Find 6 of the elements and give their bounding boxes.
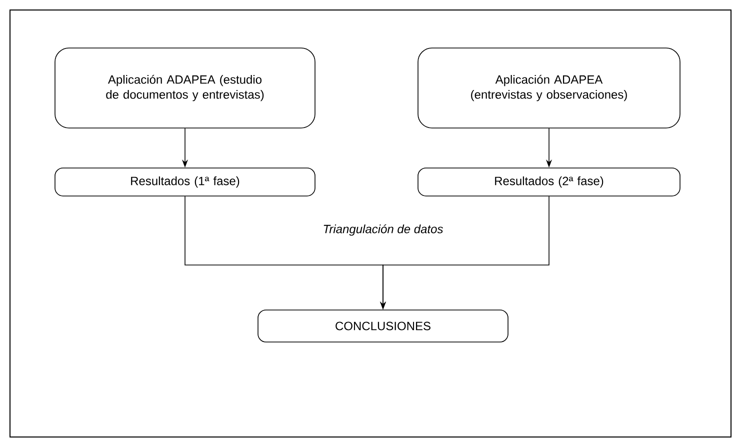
- process-box: Aplicación ADAPEA (estudio de documentos y entrevistas): [54, 48, 316, 128]
- result-box: Resultados (2ª fase): [418, 168, 680, 196]
- edge-label: Triangulación de datos: [322, 223, 444, 237]
- conclusion-box: CONCLUSIONES: [258, 310, 508, 342]
- process-box: Aplicación ADAPEA (entrevistas y observaciones): [418, 48, 680, 128]
- result-box: Resultados (1ª fase): [54, 168, 316, 196]
